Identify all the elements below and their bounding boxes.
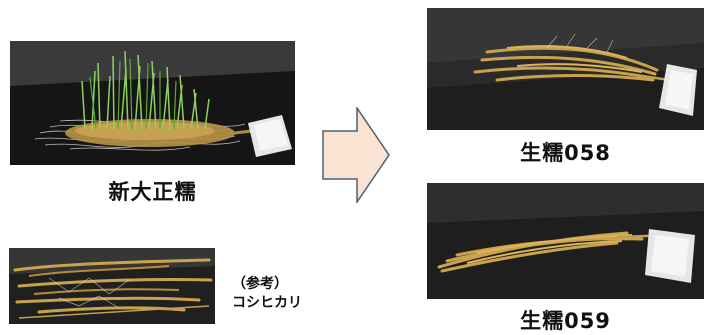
photo-sei059 xyxy=(427,183,704,299)
caption-shindaisho: 新大正糯 xyxy=(108,180,197,204)
caption-reference-prefix: （参考） xyxy=(232,276,288,292)
photo-shindaisho xyxy=(10,41,295,165)
koshihikari-rice-image xyxy=(9,248,215,324)
photo-koshihikari xyxy=(9,248,215,324)
right-arrow-icon xyxy=(322,107,390,203)
photo-sei058 xyxy=(427,8,704,130)
caption-reference-name: コシヒカリ xyxy=(232,295,302,311)
caption-koshihikari: （参考） コシヒカリ xyxy=(232,275,302,313)
sei058-rice-image xyxy=(427,8,704,130)
sei059-rice-image xyxy=(427,183,704,299)
sprouted-rice-image xyxy=(10,41,295,165)
caption-sei059: 生糯059 xyxy=(520,309,611,333)
caption-sei058: 生糯058 xyxy=(520,141,611,165)
